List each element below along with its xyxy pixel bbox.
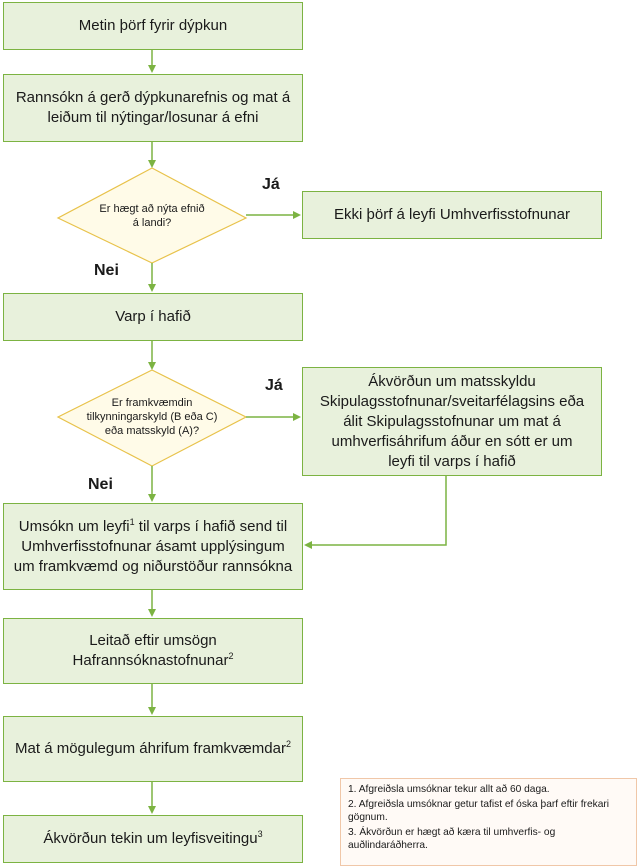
branch-ja-1: Já: [262, 176, 280, 193]
decision-2-text: Er framkvæmdin tilkynningarskyld (B eða …: [86, 397, 218, 437]
box-need-dredging: Metin þörf fyrir dýpkun: [3, 2, 303, 50]
box-impact-assessment: Mat á mögulegum áhrifum framkvæmdar2: [3, 716, 303, 782]
footnotes-box: 1. Afgreiðsla umsóknar tekur allt að 60 …: [340, 778, 637, 866]
decision-1-text: Er hægt að nýta efnið á landi?: [99, 203, 205, 229]
box-ocean-dumping: Varp í hafið: [3, 293, 303, 341]
box-material-research: Rannsókn á gerð dýpkunarefnis og mat á l…: [3, 74, 303, 142]
box-marine-institute-review: Leitað eftir umsögn Hafrannsóknastofnuna…: [3, 618, 303, 684]
box-no-permit-needed: Ekki þörf á leyfi Umhverfisstofnunar: [302, 191, 602, 239]
box-permit-decision-text: Ákvörðun tekin um leyfisveitingu3: [43, 829, 263, 848]
box-material-research-text: Rannsókn á gerð dýpkunarefnis og mat á l…: [15, 89, 291, 126]
footnote-2: 2. Afgreiðsla umsóknar getur tafist ef ó…: [348, 799, 610, 823]
arrow-from-matsskylda: [304, 476, 447, 549]
box-permit-application: Umsókn um leyfi1 til varps í hafið send …: [3, 503, 303, 590]
footnote-1: 1. Afgreiðsla umsóknar tekur allt að 60 …: [348, 784, 550, 795]
box-permit-application-text: Umsókn um leyfi1 til varps í hafið send …: [13, 516, 293, 575]
box-assessment-decision-text: Ákvörðun um matsskyldu Skipulagsstofnuna…: [319, 372, 585, 470]
box-need-dredging-text: Metin þörf fyrir dýpkun: [78, 17, 228, 34]
box-permit-decision: Ákvörðun tekin um leyfisveitingu3: [3, 815, 303, 863]
branch-nei-2: Nei: [88, 476, 113, 493]
box-assessment-decision: Ákvörðun um matsskyldu Skipulagsstofnuna…: [302, 367, 602, 476]
box-ocean-dumping-text: Varp í hafið: [115, 308, 191, 325]
footnote-3: 3. Ákvörðun er hægt að kæra til umhverfi…: [348, 827, 556, 851]
box-marine-institute-review-text: Leitað eftir umsögn Hafrannsóknastofnuna…: [72, 632, 234, 669]
box-no-permit-needed-text: Ekki þörf á leyfi Umhverfisstofnunar: [334, 206, 570, 223]
box-impact-assessment-text: Mat á mögulegum áhrifum framkvæmdar2: [15, 739, 291, 758]
branch-nei-1: Nei: [94, 262, 119, 279]
branch-ja-2: Já: [265, 377, 283, 394]
